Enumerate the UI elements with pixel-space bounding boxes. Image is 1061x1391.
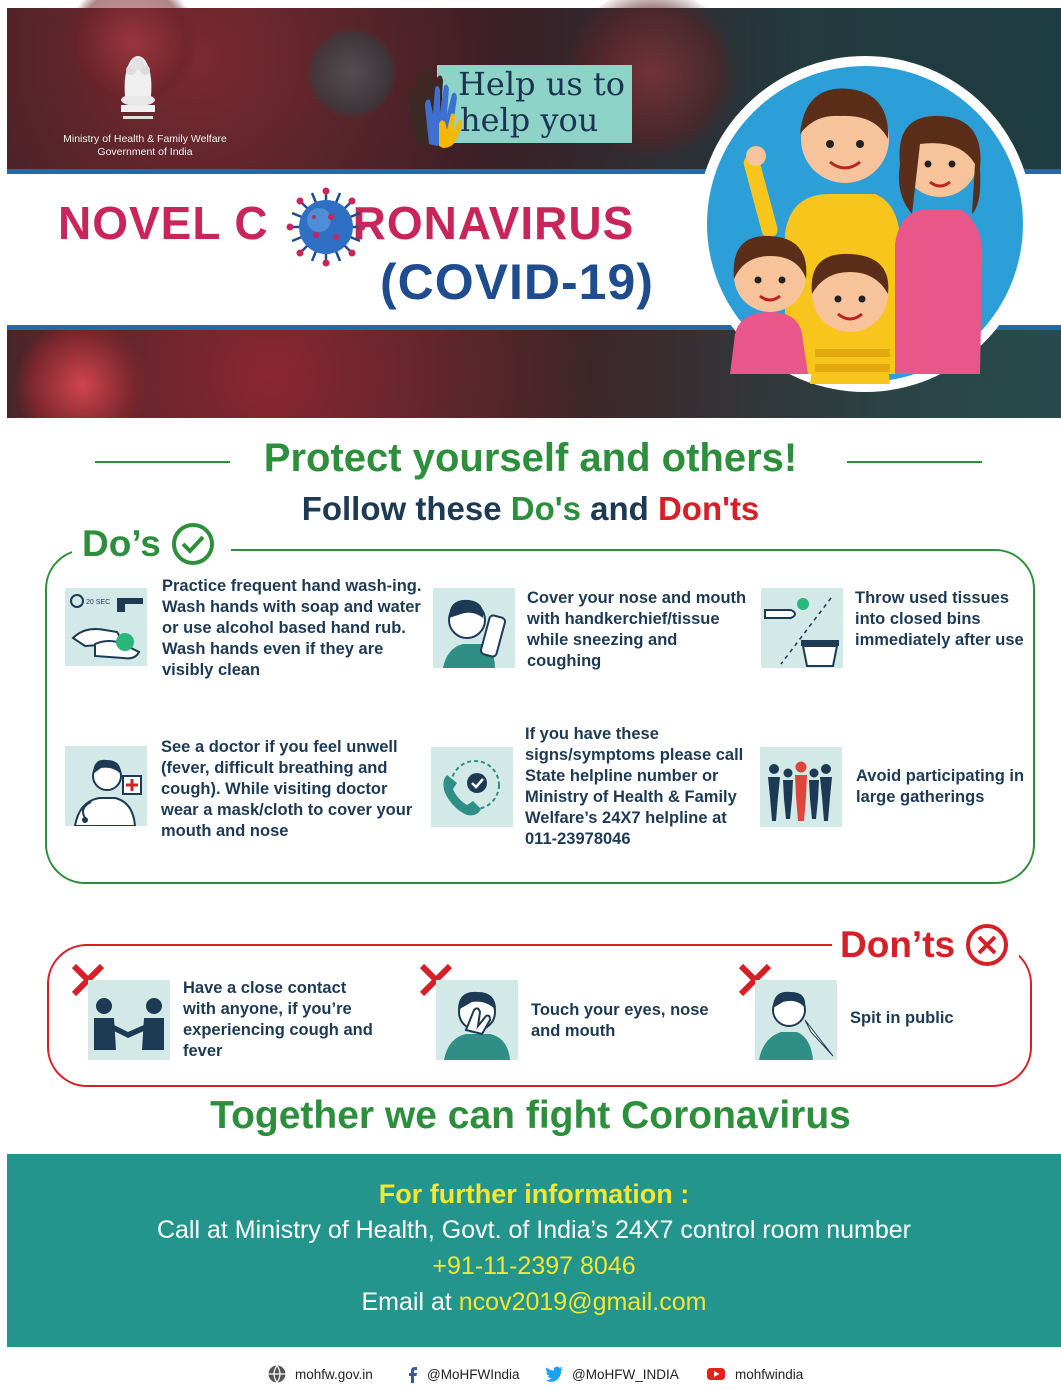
follow-prefix: Follow these bbox=[301, 490, 511, 527]
dont-item-spit: Spit in public bbox=[850, 1009, 954, 1027]
do-item-handwash: Practice frequent hand wash-ing. Wash ha… bbox=[162, 577, 422, 679]
tagline-line-1: Help us to bbox=[458, 65, 626, 103]
footer-title: For further information : bbox=[378, 1179, 690, 1209]
dos-panel bbox=[45, 549, 1035, 884]
spit-icon bbox=[755, 980, 837, 1060]
bottom-blue-rule bbox=[7, 325, 1061, 330]
twitter-handle[interactable]: @MoHFW_INDIA bbox=[572, 1366, 679, 1382]
facebook-handle[interactable]: @MoHFWIndia bbox=[427, 1366, 520, 1382]
follow-heading: Follow these Do's and Don'ts bbox=[0, 490, 1061, 528]
social-twitter[interactable]: @MoHFW_INDIA bbox=[544, 1363, 679, 1385]
footer-call-text: Call at Ministry of Health, Govt. of Ind… bbox=[156, 1216, 912, 1244]
footer-email-label: Email at bbox=[361, 1288, 459, 1316]
footer-phone-number[interactable]: +91-11-2397 8046 bbox=[432, 1252, 636, 1280]
youtube-channel[interactable]: mohfwindia bbox=[735, 1366, 804, 1382]
doctor-icon bbox=[65, 746, 147, 826]
tagline-box bbox=[437, 65, 632, 143]
website-link[interactable]: mohfw.gov.in bbox=[295, 1366, 373, 1382]
follow-and: and bbox=[580, 490, 658, 527]
title-covid-19: (COVID-19) bbox=[380, 254, 654, 310]
handshake-icon bbox=[88, 980, 170, 1060]
dont-item-close-contact: Have a close contact with anyone, if you… bbox=[183, 979, 373, 1060]
do-item-cover-sneeze: Cover your nose and mouth with handkerch… bbox=[527, 589, 747, 670]
globe-icon bbox=[268, 1365, 286, 1384]
cross-circle-icon bbox=[966, 924, 1009, 966]
social-facebook[interactable]: @MoHFWIndia bbox=[403, 1363, 519, 1385]
do-item-see-doctor: See a doctor if you feel unwell (fever, … bbox=[161, 738, 413, 840]
footer-email-link[interactable]: ncov2019@gmail.com bbox=[458, 1288, 707, 1316]
sneeze-icon bbox=[433, 588, 515, 668]
ashoka-emblem-icon bbox=[121, 56, 155, 119]
protect-title: Protect yourself and others! bbox=[263, 436, 798, 480]
tagline-text: Help us to help you bbox=[458, 66, 625, 138]
do-item-throw-tissues: Throw used tissues into closed bins imme… bbox=[855, 589, 1024, 649]
dos-heading: Do’s bbox=[72, 522, 231, 566]
do-item-call-helpline: If you have these signs/symptoms please … bbox=[525, 725, 744, 848]
handwash-icon: 20 SEC bbox=[65, 588, 147, 666]
follow-dos: Do's bbox=[510, 490, 581, 527]
face-touch-icon bbox=[436, 980, 518, 1060]
twitter-icon bbox=[545, 1366, 563, 1382]
ministry-name: Ministry of Health & Family Welfare bbox=[63, 133, 227, 145]
social-youtube[interactable]: mohfwindia bbox=[705, 1363, 803, 1385]
bin-icon bbox=[761, 588, 843, 668]
check-circle-icon bbox=[171, 523, 214, 565]
dos-heading-text: Do’s bbox=[82, 523, 161, 564]
phone-icon bbox=[431, 747, 513, 827]
protect-rule-left bbox=[95, 461, 230, 463]
dont-item-touch-face: Touch your eyes, nose and mouth bbox=[531, 1001, 709, 1040]
title-suffix: RONAVIRUS bbox=[352, 197, 635, 249]
raised-hands-icon bbox=[408, 67, 463, 148]
top-blue-rule bbox=[7, 169, 1061, 174]
ministry-label: Ministry of Health & Family Welfare Gove… bbox=[40, 133, 250, 159]
donts-panel bbox=[47, 944, 1032, 1087]
facebook-icon bbox=[409, 1367, 417, 1383]
info-footer: For further information : Call at Minist… bbox=[7, 1154, 1061, 1347]
title-novel-coronavirus: NOVEL C RONAVIRUS bbox=[58, 196, 634, 250]
family-illustration-icon bbox=[697, 56, 1033, 392]
protect-rule-right bbox=[847, 461, 982, 463]
do-item-avoid-gatherings: Avoid participating in large gatherings bbox=[856, 767, 1025, 806]
government-name: Government of India bbox=[97, 146, 193, 158]
footer-email-line: Email at ncov2019@gmail.com bbox=[7, 1288, 1061, 1317]
youtube-icon bbox=[707, 1368, 725, 1380]
coronavirus-icon bbox=[286, 187, 366, 267]
donts-heading: Don’ts bbox=[832, 923, 1020, 967]
title-prefix: NOVEL C bbox=[58, 197, 269, 249]
crowd-icon bbox=[760, 747, 842, 827]
together-slogan: Together we can fight Coronavirus bbox=[210, 1094, 851, 1137]
donts-heading-text: Don’ts bbox=[840, 924, 956, 965]
follow-donts: Don'ts bbox=[657, 490, 760, 527]
timer-label: 20 SEC bbox=[86, 599, 110, 606]
social-website[interactable]: mohfw.gov.in bbox=[267, 1363, 373, 1385]
tagline-line-2: help you bbox=[460, 101, 599, 139]
